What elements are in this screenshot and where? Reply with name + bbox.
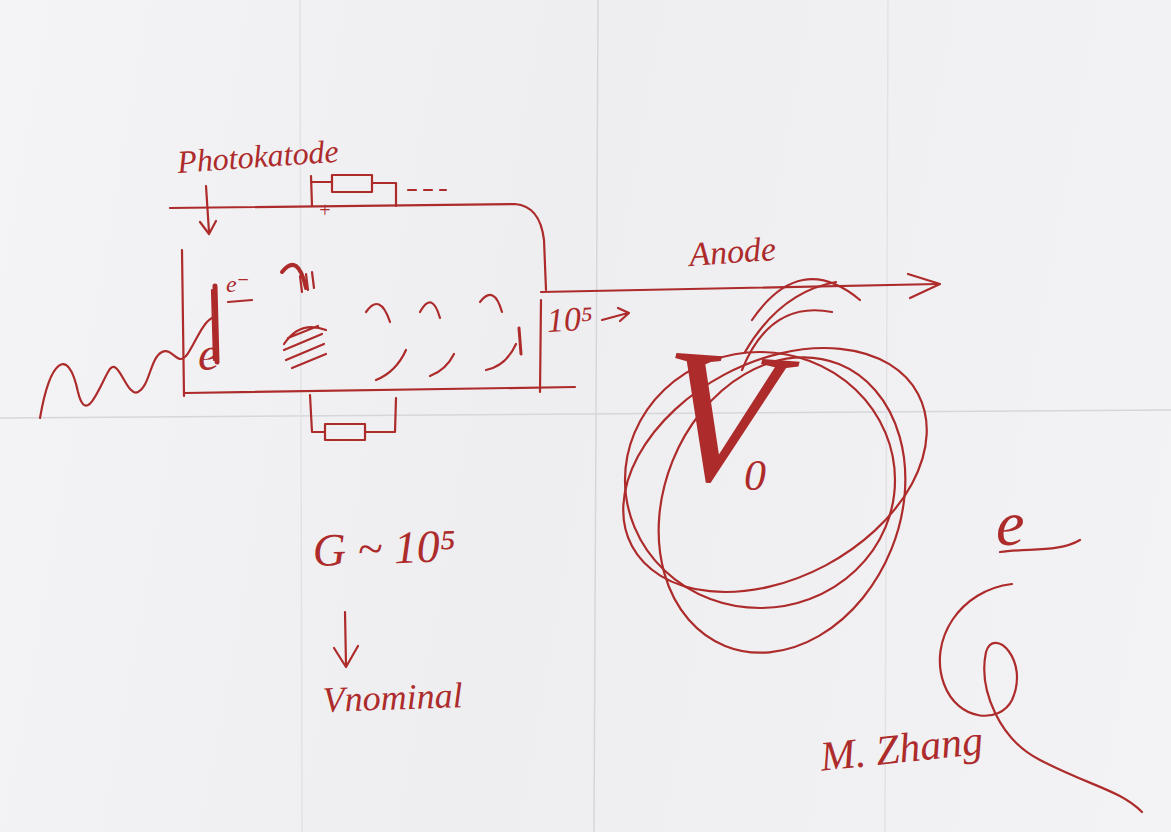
output-line: [541, 284, 938, 292]
electron-label: e: [198, 330, 219, 378]
dynode: [430, 354, 454, 376]
electron-arrow: [602, 308, 629, 321]
fold-line: [0, 410, 1171, 418]
pen-loop: [940, 584, 1142, 812]
divider-chain: [310, 175, 446, 440]
cathode-pointer: [200, 186, 216, 234]
dynode: [480, 295, 502, 312]
gain-label: 10⁵: [546, 302, 594, 338]
fold-line: [594, 0, 598, 832]
photon-wave: [40, 318, 212, 418]
fold-line: [300, 0, 302, 832]
tube-outline: [540, 300, 541, 392]
arrow-head: [908, 274, 940, 298]
electron-arrow: [228, 300, 252, 302]
resistor-symbol: [325, 424, 365, 440]
cathode-label: Photokatode: [176, 135, 340, 178]
dynode: [420, 302, 440, 318]
dynode: [366, 304, 390, 322]
tube-outline: [182, 250, 184, 396]
electron-label: e⁻: [226, 272, 249, 296]
dynode: [284, 326, 326, 368]
fold-line: [885, 0, 888, 832]
pointer-arrow: [200, 221, 216, 234]
signature: M. Zhang: [818, 719, 985, 778]
tube: [170, 204, 575, 396]
resistor-symbol: [332, 175, 372, 192]
anode-output: [541, 274, 940, 321]
anode-label: Anode: [688, 232, 777, 272]
dynodes: [282, 265, 521, 380]
wire: [372, 183, 396, 206]
dynode: [486, 344, 516, 370]
gain-arrow: [334, 612, 358, 667]
polarity-sign: +: [318, 200, 332, 220]
wire: [311, 181, 332, 183]
anode-plate: [519, 328, 521, 354]
orbit-loop: [581, 299, 968, 642]
dynode: [300, 272, 314, 292]
dynode: [376, 350, 406, 380]
dynode: [282, 265, 306, 288]
down-arrow: [334, 646, 358, 667]
gain-formula: G ~ 10⁵: [312, 523, 457, 574]
voltage-subscript: 0: [744, 454, 766, 498]
scribble: [940, 540, 1142, 812]
wire: [310, 395, 325, 432]
pointer-arrow: [206, 186, 209, 232]
tube-outline: [185, 387, 575, 393]
down-arrow: [345, 612, 346, 665]
voltage-label: Vnominal: [322, 677, 463, 718]
continuation-dashes: [408, 189, 446, 191]
wire: [311, 176, 312, 206]
note-letter: e: [996, 492, 1024, 556]
wire: [365, 398, 396, 432]
electron-arrow: [228, 300, 252, 302]
signal-sketch: [581, 279, 968, 690]
pulse-stroke: [752, 279, 860, 320]
